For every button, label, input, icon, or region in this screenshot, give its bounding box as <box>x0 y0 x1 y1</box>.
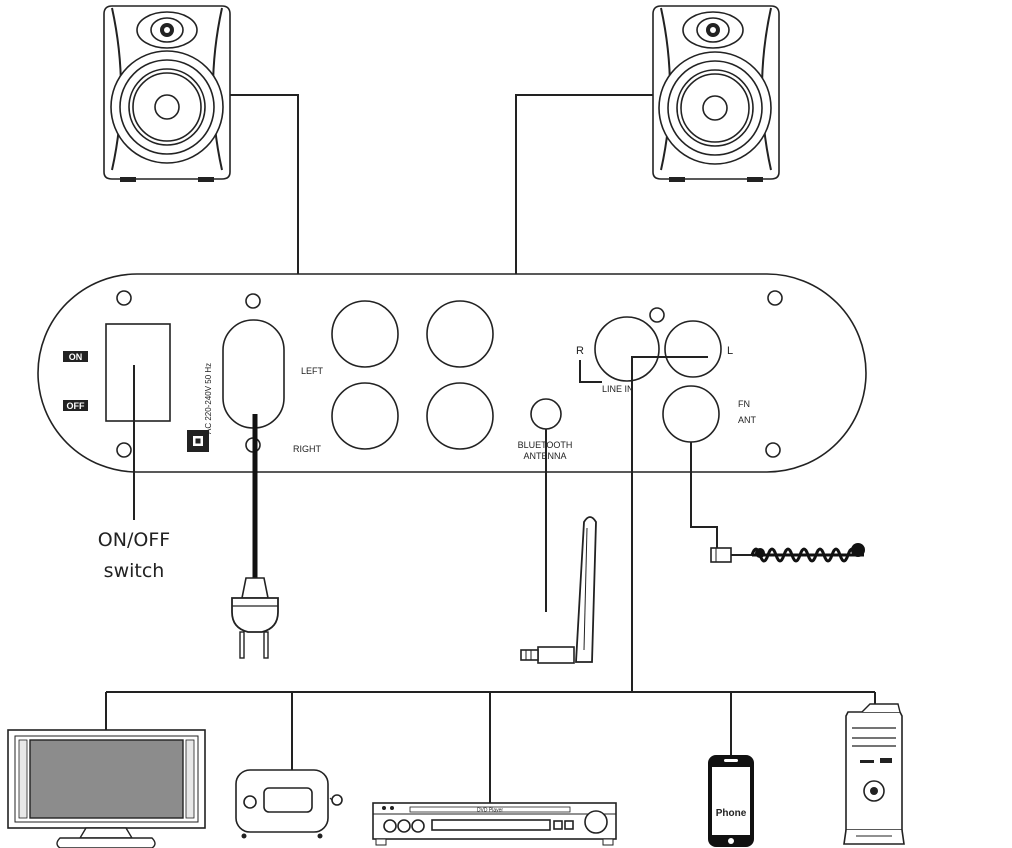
left-terminal-2 <box>426 300 494 368</box>
phone-icon: Phone <box>708 755 754 847</box>
fm-antenna-jack <box>662 385 720 443</box>
tv-icon <box>7 729 206 848</box>
bluetooth-antenna-jack <box>530 398 562 430</box>
left-terminal-1 <box>331 300 399 368</box>
off-badge <box>63 400 88 411</box>
line-in-r-jack <box>594 316 660 382</box>
phone-screen-label: Phone <box>716 808 747 819</box>
screw-hole <box>765 442 781 458</box>
line-in-l-jack <box>664 320 722 378</box>
line-in-bus <box>105 356 876 803</box>
bluetooth-antenna <box>520 429 597 664</box>
onoff-callout-line2: switch <box>104 560 165 582</box>
left-label: LEFT <box>301 366 324 376</box>
right-label: RIGHT <box>293 444 322 454</box>
right-speaker <box>652 5 780 182</box>
screw-hole <box>245 293 261 309</box>
line-in-l-label: L <box>727 345 733 357</box>
right-terminal-1 <box>331 382 399 450</box>
off-label: OFF <box>67 401 85 411</box>
amplifier-rear-panel: ON OFF AC 220-240V 50 Hz LEFT RIGHT BLUE… <box>37 273 867 473</box>
screw-hole <box>116 442 132 458</box>
line-in-label: LINE IN <box>602 384 634 394</box>
computer-tower-icon <box>843 703 905 845</box>
receiver-icon <box>235 769 343 839</box>
fm-ant-label-line2: ANT <box>738 415 757 425</box>
fm-antenna <box>690 442 865 563</box>
right-terminal-2 <box>426 382 494 450</box>
power-rating-label: AC 220-240V 50 Hz <box>204 363 213 434</box>
screw-hole <box>767 290 783 306</box>
on-label: ON <box>69 352 83 362</box>
line-in-r-label: R <box>576 345 584 357</box>
fm-ant-label-line1: FN <box>738 399 750 409</box>
dvd-brand-label: DVD Player <box>477 808 503 814</box>
power-cord-plug <box>231 414 279 659</box>
left-speaker <box>103 5 231 182</box>
onoff-callout-line1: ON/OFF <box>98 529 170 551</box>
on-badge <box>63 351 88 362</box>
power-inlet <box>222 319 285 429</box>
dvd-player-icon: DVD Player <box>372 802 617 846</box>
screw-hole <box>116 290 132 306</box>
power-switch[interactable] <box>105 323 171 422</box>
screw-hole <box>649 307 665 323</box>
